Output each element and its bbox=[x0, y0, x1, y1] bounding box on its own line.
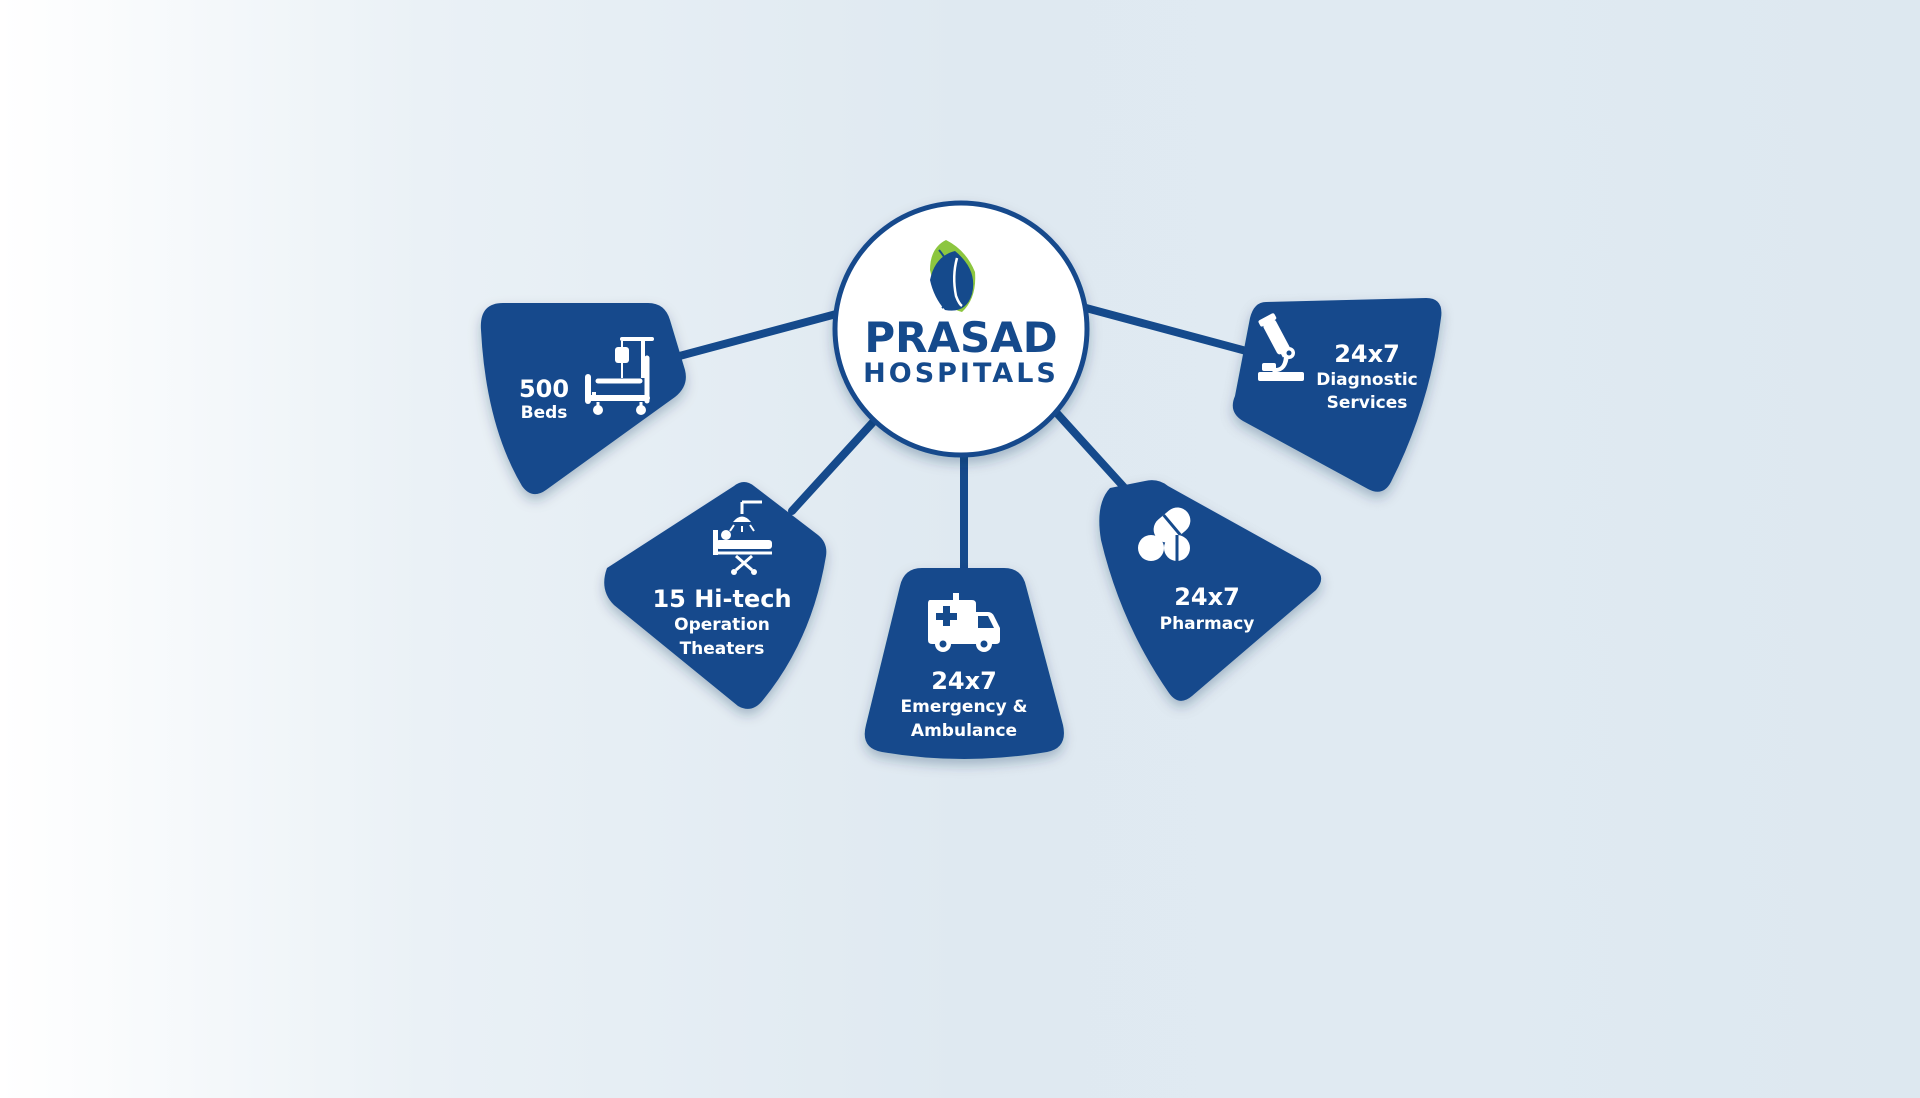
pills-icon bbox=[1138, 507, 1191, 561]
emergency-label-line2: Ambulance bbox=[911, 721, 1017, 741]
card-shape-pharmacy bbox=[1099, 480, 1322, 701]
brand-logo-circle bbox=[832, 200, 1090, 458]
feature-card-pharmacy bbox=[1099, 480, 1322, 701]
theaters-label-line2: Theaters bbox=[680, 639, 765, 659]
theaters-number: 15 Hi-tech bbox=[652, 585, 791, 613]
brand-name-line1: PRASAD bbox=[864, 313, 1057, 362]
connector-diagnostic bbox=[1082, 304, 1254, 356]
beds-number: 500 bbox=[519, 375, 569, 403]
ambulance-icon bbox=[928, 593, 1000, 652]
feature-card-emergency bbox=[864, 568, 1064, 759]
microscope-icon bbox=[1258, 313, 1304, 381]
connector-beds bbox=[668, 309, 844, 362]
pharmacy-number: 24x7 bbox=[1174, 583, 1240, 611]
emergency-number: 24x7 bbox=[931, 667, 997, 695]
card-shape-beds bbox=[480, 303, 686, 495]
operation-theater-icon bbox=[713, 500, 772, 575]
brand-name-line2: HOSPITALS bbox=[863, 358, 1059, 389]
feature-card-theaters bbox=[604, 482, 827, 709]
connector-theaters bbox=[788, 416, 879, 515]
card-shape-theaters bbox=[604, 482, 827, 709]
diagnostic-number: 24x7 bbox=[1334, 340, 1400, 368]
beds-label: Beds bbox=[521, 403, 568, 423]
hospital-bed-icon bbox=[585, 337, 654, 415]
diagnostic-label-line1: Diagnostic bbox=[1316, 370, 1418, 390]
theaters-label-line1: Operation bbox=[674, 615, 770, 635]
card-shape-emergency bbox=[864, 568, 1064, 759]
pharmacy-label: Pharmacy bbox=[1160, 614, 1255, 634]
emergency-label-line1: Emergency & bbox=[901, 697, 1028, 717]
diagnostic-label-line2: Services bbox=[1327, 393, 1408, 413]
feature-card-beds bbox=[480, 303, 686, 495]
flame-leaf-icon bbox=[930, 240, 976, 312]
